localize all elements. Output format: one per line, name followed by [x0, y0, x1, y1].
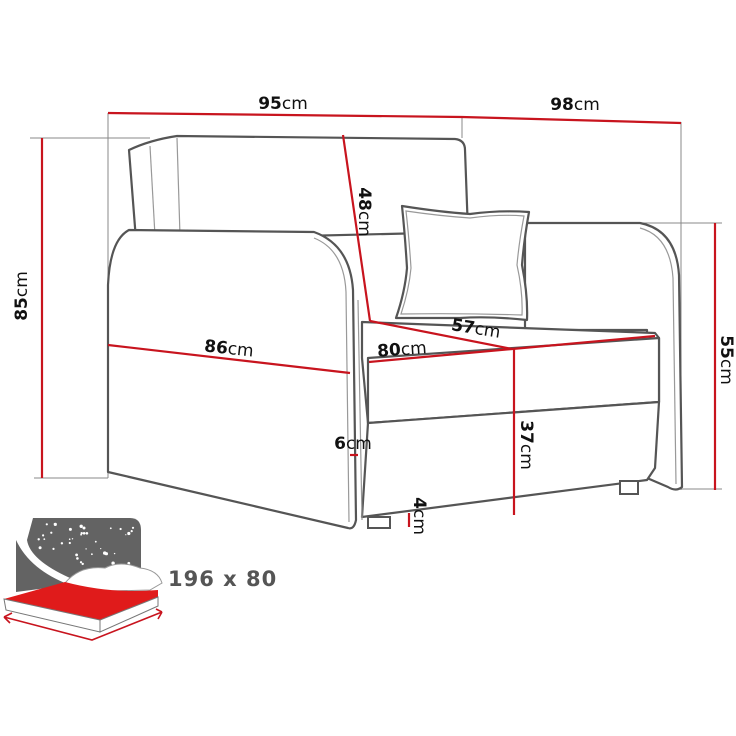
- pillows-icon: [64, 563, 163, 593]
- star-icon: [38, 546, 42, 550]
- right-armrest: [523, 221, 684, 491]
- size-arrow-icon: [3, 608, 163, 641]
- star-icon: [68, 527, 72, 531]
- armrest-86-line: [107, 343, 351, 375]
- left-armrest: [106, 228, 363, 530]
- stars-icon: [37, 522, 135, 566]
- label-98: 98cm: [550, 95, 600, 115]
- label-86: 86cm: [203, 336, 254, 361]
- star-icon: [79, 524, 83, 528]
- star-icon: [43, 538, 46, 540]
- seat: [360, 320, 661, 529]
- star-icon: [119, 527, 122, 531]
- star-icon: [125, 534, 127, 536]
- star-icon: [130, 530, 133, 533]
- mattress-top-icon: [4, 582, 158, 620]
- star-icon: [82, 532, 86, 535]
- star-icon: [68, 538, 71, 540]
- star-icon: [53, 523, 56, 525]
- width-95-line: [107, 111, 682, 125]
- label-95: 95cm: [258, 94, 308, 114]
- label-57: 57cm: [450, 315, 502, 343]
- star-icon: [81, 562, 84, 566]
- star-icon: [94, 540, 97, 543]
- star-icon: [104, 552, 108, 556]
- star-icon: [76, 557, 79, 560]
- label-80: 80cm: [377, 338, 428, 361]
- label-85: 85cm: [12, 271, 32, 321]
- star-icon: [100, 548, 102, 550]
- star-icon: [75, 553, 78, 557]
- front-leg: [367, 516, 391, 529]
- backrest-48-line: [341, 134, 372, 322]
- star-icon: [111, 561, 115, 565]
- star-icon: [42, 534, 45, 537]
- star-icon: [127, 531, 131, 536]
- star-icon: [91, 553, 93, 556]
- bed-size-label: 196 x 80: [168, 567, 277, 591]
- star-icon: [60, 542, 64, 545]
- dimension-labels: 95cm 98cm 48cm 85cm 86cm 80cm 57cm 37cm …: [12, 94, 736, 535]
- star-icon: [50, 531, 53, 534]
- label-37: 37cm: [516, 420, 536, 470]
- label-6: 6cm: [334, 434, 372, 454]
- star-icon: [82, 526, 86, 530]
- star-icon: [45, 523, 48, 526]
- star-icon: [52, 547, 55, 551]
- rear-leg: [619, 480, 639, 495]
- star-icon: [85, 548, 87, 550]
- seat-width-80-line: [368, 334, 656, 364]
- star-icon: [79, 561, 83, 564]
- star-icon: [37, 538, 40, 541]
- star-icon: [131, 526, 135, 529]
- bed-function-icon: 196 x 80: [3, 518, 277, 641]
- star-icon: [85, 532, 89, 535]
- label-55: 55cm: [716, 335, 736, 385]
- star-icon: [68, 541, 71, 545]
- star-icon: [71, 538, 74, 540]
- pillow: [394, 204, 531, 322]
- star-icon: [80, 533, 82, 536]
- dimension-lines: [40, 111, 717, 527]
- backrest: [127, 134, 470, 242]
- star-icon: [109, 527, 112, 530]
- label-48: 48cm: [354, 187, 374, 237]
- label-4: 4cm: [409, 497, 429, 535]
- star-icon: [127, 561, 131, 565]
- star-icon: [113, 552, 116, 555]
- seat-depth-57-line: [369, 319, 513, 351]
